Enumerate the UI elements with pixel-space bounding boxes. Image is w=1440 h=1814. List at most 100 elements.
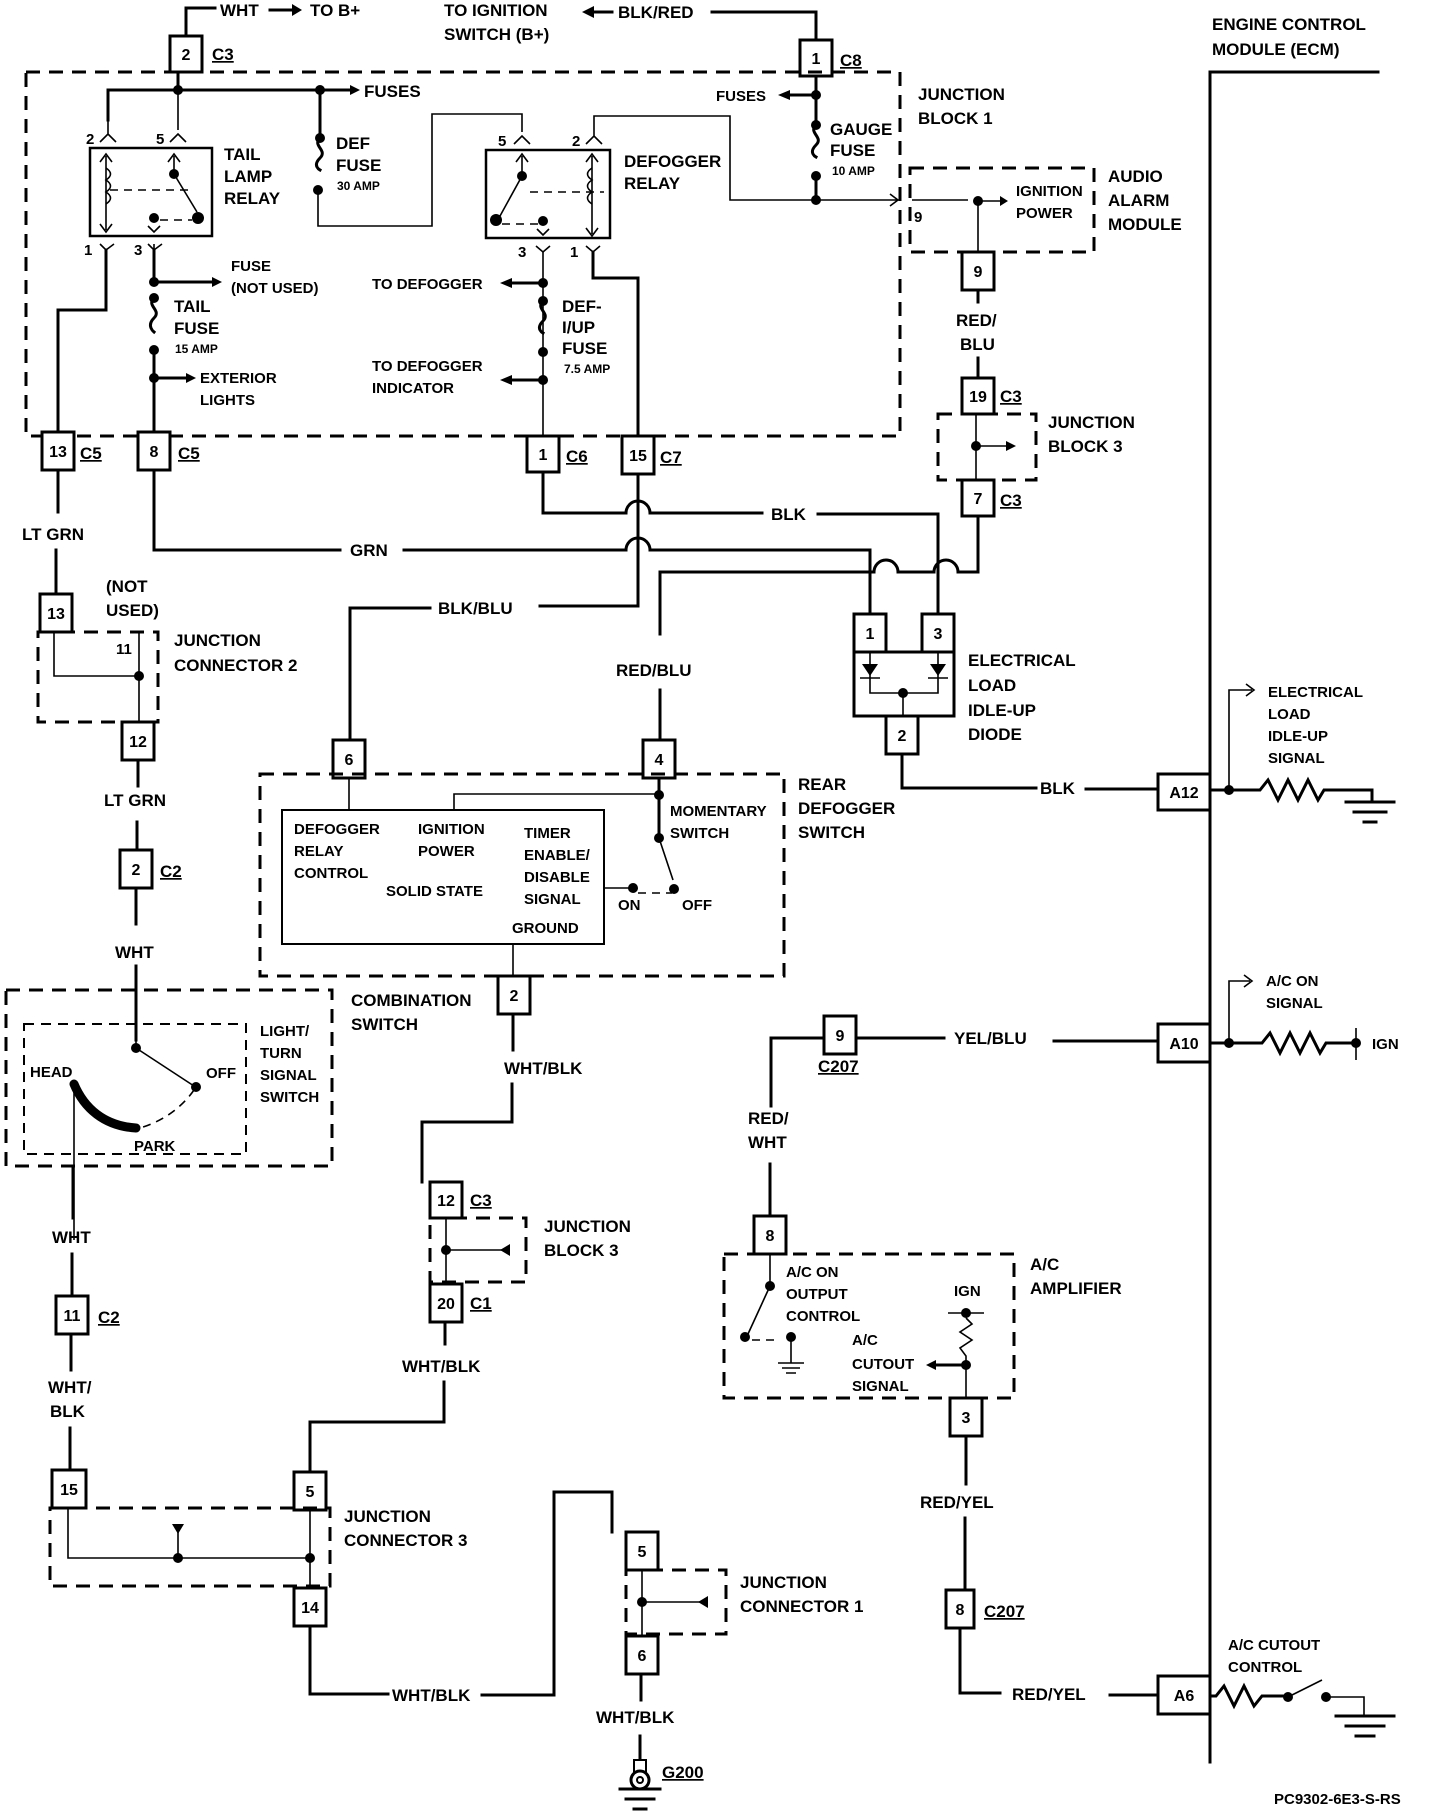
svg-text:SIGNAL: SIGNAL [1268,750,1325,767]
defogger-relay: 5 2 3 1 DEFOGGER RELAY [484,115,816,261]
to-ignition-label: TO IGNITION [444,1,548,20]
svg-text:SWITCH: SWITCH [798,823,865,842]
b-plus-feed: WHT TO B+ [184,1,360,44]
svg-text:6: 6 [638,1648,647,1665]
connector-c2-2: 2 C2 [118,848,182,890]
svg-text:IGNITION: IGNITION [1016,183,1083,200]
svg-text:OFF: OFF [206,1065,236,1082]
ac-cutout-signal: IGN A/C CUTOUT SIGNAL [852,1283,984,1398]
rear-defogger-switch-label: REAR [798,775,846,794]
svg-text:5: 5 [306,1484,315,1501]
svg-text:OFF: OFF [682,897,712,914]
svg-text:2: 2 [182,47,191,64]
wire-label-wht-blk-1: WHT/BLK [504,1059,583,1078]
audio-alarm-module-boundary [908,166,1096,254]
tail-fuse-15a: TAIL FUSE 15 AMP [148,293,219,356]
svg-text:ON: ON [618,897,641,914]
svg-text:FUSE: FUSE [336,156,381,175]
rear-defogger-switch-boundary [258,772,786,978]
svg-text:ELECTRICAL: ELECTRICAL [968,651,1076,670]
svg-text:11: 11 [64,1308,81,1325]
svg-text:A/C: A/C [852,1332,878,1349]
svg-text:I/UP: I/UP [562,318,595,337]
junction-block-3-mid-label: JUNCTION [544,1217,631,1236]
connector-c2-11: 11 C2 [54,1294,120,1336]
svg-text:3: 3 [518,244,526,261]
connector-jb3-19: 19 C3 [960,376,1022,416]
connector-c5-13: 13 C5 [40,430,102,472]
ecm-pin-a6: A6 [1156,1674,1212,1716]
svg-text:C6: C6 [566,447,588,466]
to-ignition-label-2: SWITCH (B+) [444,25,549,44]
momentary-switch: ON OFF MOMENTARY SWITCH [604,776,767,914]
svg-text:8: 8 [766,1228,775,1245]
svg-text:SIGNAL: SIGNAL [260,1067,317,1084]
svg-text:CONTROL: CONTROL [1228,1659,1302,1676]
svg-text:SOLID STATE: SOLID STATE [386,883,483,900]
svg-text:3: 3 [134,242,142,259]
svg-text:DEFOGGER: DEFOGGER [798,799,895,818]
svg-text:2: 2 [898,728,907,745]
svg-text:MODULE (ECM): MODULE (ECM) [1212,40,1339,59]
svg-text:C3: C3 [1000,387,1022,406]
svg-text:1: 1 [539,447,548,464]
junction-connector-1-label: JUNCTION [740,1573,827,1592]
svg-text:LOAD: LOAD [1268,706,1311,723]
svg-text:1: 1 [866,626,875,643]
junction-connector-3-boundary [48,1506,332,1588]
connector-jc3-5: 5 [292,1470,328,1512]
svg-text:C7: C7 [660,448,682,467]
svg-text:3: 3 [962,1410,971,1427]
svg-text:1: 1 [570,244,578,261]
svg-text:2: 2 [86,131,94,148]
light-turn-signal-switch-boundary [23,1023,247,1155]
svg-text:FUSES: FUSES [716,88,766,105]
connector-jc1-6: 6 [624,1634,660,1676]
connector-jc1-5: 5 [624,1530,660,1572]
ground-label: G200 [662,1763,704,1782]
svg-text:7.5 AMP: 7.5 AMP [564,362,610,376]
wire-label-lt-grn-1: LT GRN [22,525,84,544]
ac-on-output-control: A/C ON OUTPUT CONTROL [740,1254,860,1374]
svg-text:IGN: IGN [954,1283,981,1300]
wire-label-wht-blk-2: WHT/BLK [402,1357,481,1376]
connector-c207-8: 8 C207 [944,1588,1025,1630]
junction-connector-2-boundary [36,630,160,724]
svg-text:TAIL: TAIL [224,145,261,164]
combination-switch-label: COMBINATION [351,991,472,1010]
electrical-load-idle-up-diode: 1 3 2 ELECTRICAL LOAD IDLE-UP DIODE [852,612,1076,756]
svg-text:FUSE: FUSE [174,319,219,338]
svg-text:15 AMP: 15 AMP [175,342,218,356]
svg-text:15: 15 [629,448,647,465]
wire-label-blk: BLK [771,505,807,524]
svg-text:SWITCH: SWITCH [351,1015,418,1034]
junction-connector-3-label: JUNCTION [344,1507,431,1526]
svg-text:A6: A6 [1174,1688,1195,1705]
connector-rds-6: 6 [331,738,367,780]
svg-text:8: 8 [150,444,159,461]
svg-text:C3: C3 [1000,491,1022,510]
wire-label-red-yel-1: RED/YEL [920,1493,994,1512]
ground-g200: G200 [618,1759,704,1811]
connector-c3-top: 2 C3 [168,34,234,74]
svg-text:2: 2 [510,988,519,1005]
combination-switch-boundary [4,988,334,1168]
svg-text:1: 1 [812,51,821,68]
wire-label-blk-blu: BLK/BLU [438,599,513,618]
connector-jb3-7: 7 C3 [960,478,1022,518]
connector-c5-8: 8 C5 [136,430,200,472]
svg-text:TURN: TURN [260,1045,302,1062]
svg-text:SIGNAL: SIGNAL [852,1378,909,1395]
wire-label-wht-blk-c2: WHT/ [48,1378,92,1397]
svg-text:FUSE: FUSE [830,141,875,160]
svg-text:BLOCK 1: BLOCK 1 [918,109,993,128]
junction-block-3-top-label: JUNCTION [1048,413,1135,432]
ecm-label: ENGINE CONTROL [1212,15,1366,34]
svg-text:GROUND: GROUND [512,920,579,937]
svg-text:CONTROL: CONTROL [294,865,368,882]
svg-text:FUSE: FUSE [562,339,607,358]
svg-text:13: 13 [49,444,67,461]
svg-text:20: 20 [437,1296,455,1313]
wire-label-wht: WHT [220,1,259,20]
svg-text:1: 1 [84,242,92,259]
